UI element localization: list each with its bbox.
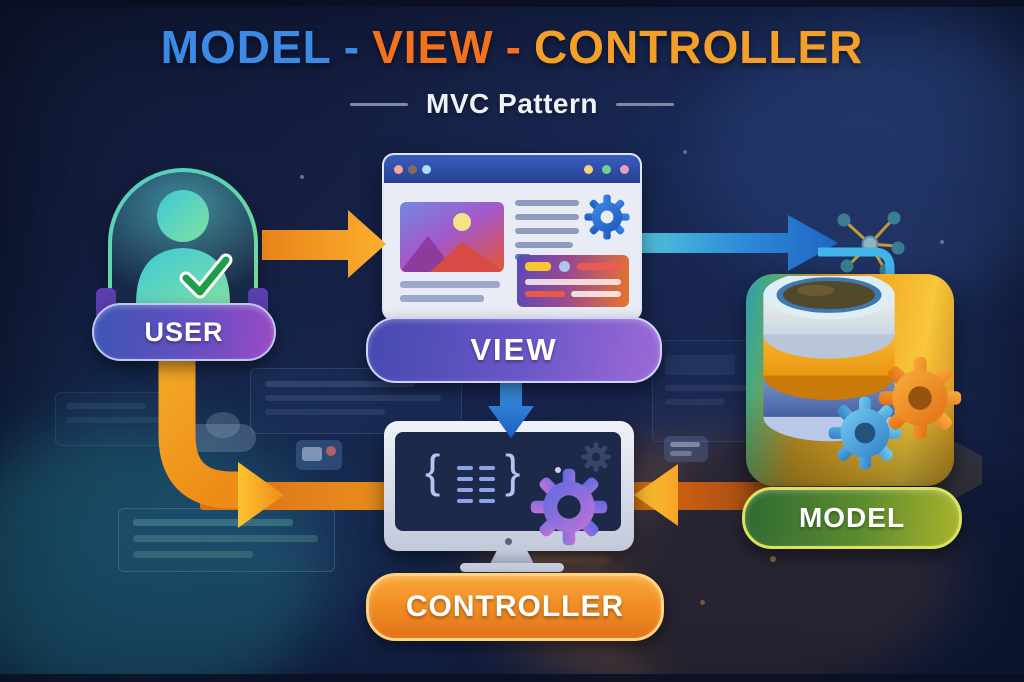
- arrowhead-right: [238, 462, 284, 528]
- code-line: [479, 477, 495, 481]
- decor-line: [665, 355, 735, 375]
- gear-icon: [828, 396, 902, 470]
- window-dot-icon: [602, 165, 611, 174]
- decor-panel: [55, 392, 177, 446]
- molecule-icon: [837, 211, 905, 277]
- code-line: [457, 488, 473, 492]
- text-line: [525, 279, 621, 285]
- text-line: [577, 263, 621, 270]
- chat-bubble-icon: [296, 440, 342, 470]
- database-icon: [763, 276, 895, 442]
- gear-icon: [530, 468, 608, 546]
- decor-line: [133, 551, 253, 558]
- decor-dot: [700, 600, 705, 605]
- decor-line: [265, 381, 415, 387]
- highlight-pill: [525, 262, 551, 271]
- window-dot-icon: [394, 165, 403, 174]
- text-line: [515, 200, 579, 206]
- avatar-dot: [559, 261, 570, 272]
- code-line: [479, 488, 495, 492]
- decor-line: [670, 442, 700, 447]
- mountain-image-icon: [400, 202, 504, 272]
- decor-line: [665, 385, 755, 391]
- arrow-view-to-model: [628, 215, 838, 271]
- decor-dot: [300, 175, 304, 179]
- decor-line: [665, 399, 725, 405]
- arrow-user-to-controller: [158, 350, 248, 509]
- decor-panel: [118, 508, 335, 572]
- decor-line: [66, 403, 146, 409]
- model-label-pill: MODEL: [742, 487, 962, 549]
- decor-line: [670, 451, 692, 456]
- title-controller: CONTROLLER: [533, 21, 864, 73]
- code-line: [457, 499, 473, 503]
- decor-dot: [326, 446, 336, 456]
- title-model: MODEL: [160, 21, 332, 73]
- title-view: VIEW: [372, 21, 494, 73]
- cloud-icon: [206, 412, 240, 438]
- subtitle-rule: [350, 102, 409, 106]
- window-dot-icon: [584, 165, 593, 174]
- top-strip: [0, 0, 1024, 7]
- title-separator: -: [505, 21, 522, 73]
- chat-bubble-icon: [664, 436, 708, 462]
- brace-close: }: [505, 445, 521, 497]
- subtitle: MVC Pattern: [426, 88, 598, 119]
- decor-line: [265, 409, 385, 415]
- page-title: MODEL-VIEW-CONTROLLER: [0, 20, 1024, 74]
- decor-line: [302, 447, 322, 461]
- window-dot-icon: [422, 165, 431, 174]
- arrow-model-to-controller: [634, 464, 678, 526]
- controller-label-pill: CONTROLLER: [366, 573, 664, 641]
- monitor-stand-base: [460, 563, 564, 572]
- image-placeholder: [400, 202, 504, 272]
- window-dot-icon: [408, 165, 417, 174]
- user-label: USER: [144, 316, 224, 347]
- decor-dot: [940, 240, 944, 244]
- text-line: [525, 291, 565, 297]
- code-line: [479, 466, 495, 470]
- decor-dot: [683, 150, 687, 154]
- text-line: [515, 242, 573, 248]
- view-label-pill: VIEW: [366, 317, 662, 383]
- arrow-user-to-view: [262, 210, 386, 278]
- decor-line: [133, 519, 293, 526]
- view-label: VIEW: [470, 332, 558, 367]
- gear-icon: [584, 194, 630, 240]
- text-line: [571, 291, 621, 297]
- code-line: [457, 477, 473, 481]
- webcam-dot: [505, 538, 512, 545]
- decor-dot: [770, 556, 776, 562]
- user-label-pill: USER: [92, 303, 276, 361]
- content-card: [517, 255, 629, 307]
- subtitle-rule: [615, 102, 674, 106]
- decor-line: [520, 556, 610, 563]
- text-line: [515, 228, 579, 234]
- text-line: [515, 214, 579, 220]
- person-check-icon: [136, 190, 233, 304]
- controller-label: CONTROLLER: [405, 590, 625, 623]
- decor-line: [66, 417, 162, 423]
- subtitle-row: MVC Pattern: [0, 88, 1024, 120]
- text-line: [400, 295, 484, 302]
- decor-dot: [555, 467, 561, 473]
- window-dot-icon: [620, 165, 629, 174]
- code-line: [457, 466, 473, 470]
- text-line: [400, 281, 500, 288]
- gear-icon: [878, 356, 962, 440]
- decor-line: [265, 395, 441, 401]
- arrow-view-to-controller: [488, 378, 534, 438]
- gear-icon: [581, 442, 611, 472]
- model-label: MODEL: [798, 502, 906, 533]
- user-node-inner: [112, 172, 254, 329]
- bottom-strip: [0, 674, 1024, 682]
- code-line: [479, 499, 495, 503]
- model-connector-line: [818, 247, 895, 352]
- monitor-stand-neck: [490, 551, 534, 564]
- decor-line: [133, 535, 318, 542]
- browser-titlebar: [384, 155, 640, 183]
- title-separator: -: [343, 21, 361, 73]
- browser-window-icon: [382, 153, 642, 321]
- brace-open: {: [425, 445, 441, 497]
